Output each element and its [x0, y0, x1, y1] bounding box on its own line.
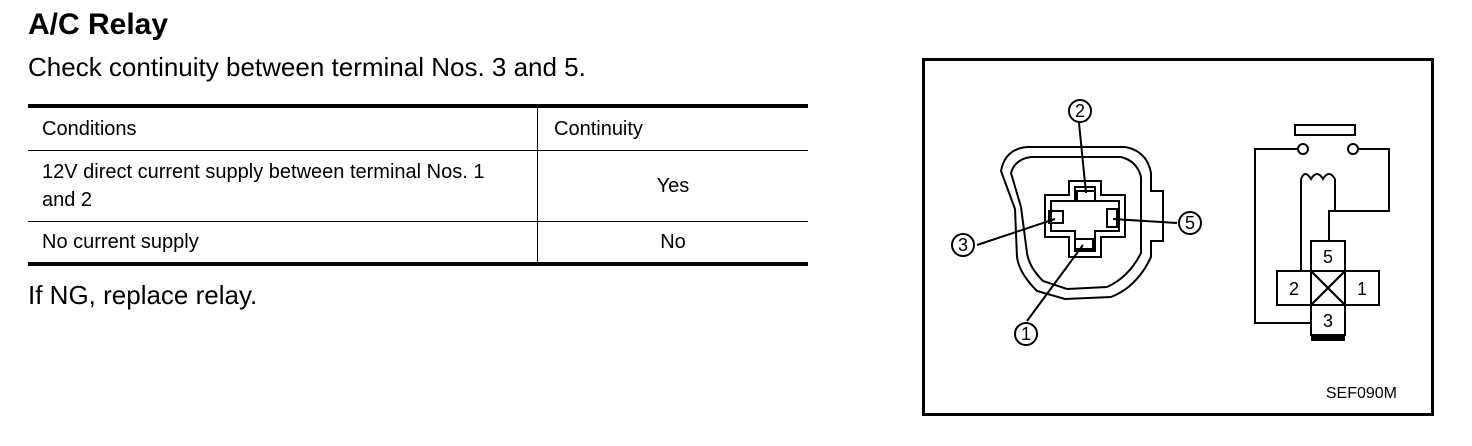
replacement-note: If NG, replace relay. — [28, 280, 258, 310]
terminal-3-tab — [1311, 335, 1345, 341]
terminal-2-label: 2 — [1075, 101, 1085, 121]
header-conditions: Conditions — [28, 106, 538, 151]
terminal-5-label: 5 — [1185, 213, 1195, 233]
schematic-terminal-3: 3 — [1323, 311, 1333, 331]
condition-cell: No current supply — [42, 230, 199, 253]
relay-schematic — [1254, 124, 1390, 336]
table-header-row: Conditions Continuity — [28, 106, 808, 151]
terminal-3-label: 3 — [958, 235, 968, 255]
condition-cell: 12V direct current supply between termin… — [28, 150, 538, 222]
instruction-text: Check continuity between terminal Nos. 3… — [28, 52, 586, 82]
relay-connector-drawing — [951, 99, 1202, 346]
relay-figure: 2 3 5 1 5 — [922, 58, 1434, 416]
continuity-cell: Yes — [537, 150, 808, 222]
schematic-terminal-1: 1 — [1357, 279, 1367, 299]
section-title: A/C Relay — [28, 8, 169, 41]
table-row: No current supply No — [28, 221, 808, 264]
terminal-1-label: 1 — [1021, 324, 1031, 344]
figure-id: SEF090M — [1325, 385, 1397, 402]
relay-diagram: 2 3 5 1 5 — [951, 99, 1390, 346]
schematic-terminal-2: 2 — [1289, 279, 1299, 299]
schematic-terminal-5: 5 — [1323, 247, 1333, 267]
continuity-table: Conditions Continuity 12V direct current… — [28, 104, 808, 266]
header-continuity: Continuity — [537, 106, 808, 151]
continuity-cell: No — [537, 221, 808, 264]
table-row: 12V direct current supply between termin… — [28, 150, 808, 222]
